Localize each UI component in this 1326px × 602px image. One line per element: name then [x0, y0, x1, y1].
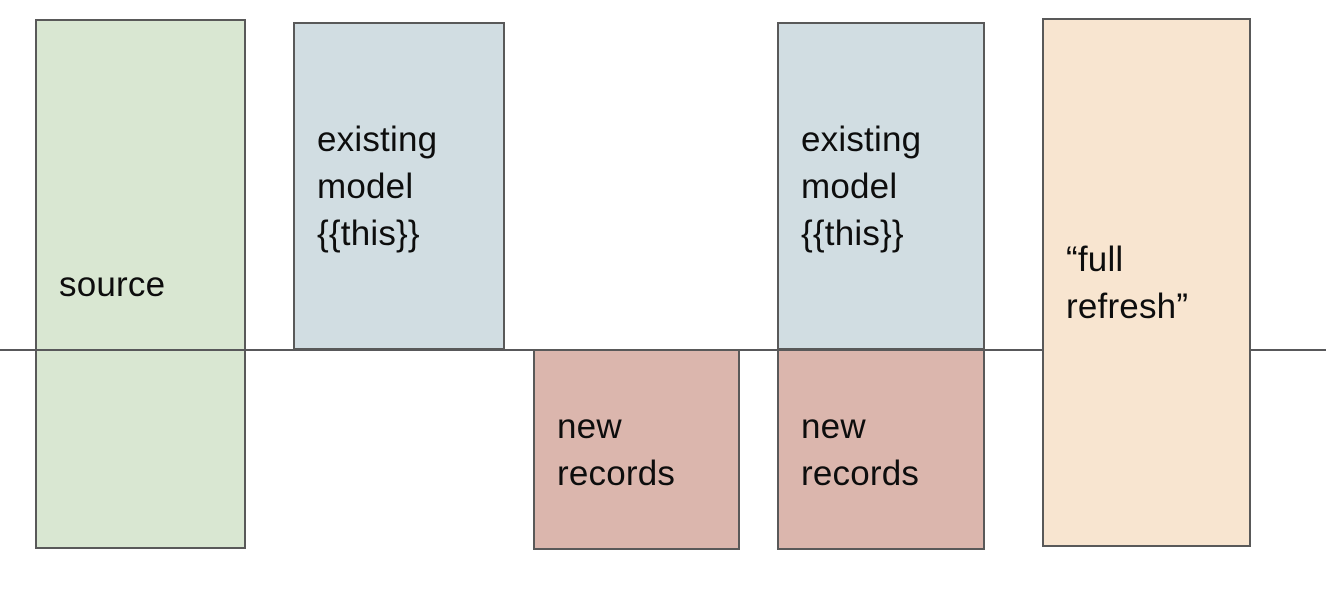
- new-records-box-2-label: new records: [801, 406, 920, 493]
- source-box: source: [35, 19, 246, 549]
- new-records-box-1-label: new records: [557, 406, 676, 493]
- new-records-box-1: new records: [533, 349, 740, 550]
- existing-model-box-1-label: existing model {{this}}: [317, 119, 438, 253]
- existing-model-box-2-label: existing model {{this}}: [801, 119, 922, 253]
- existing-model-box-1: existing model {{this}}: [293, 22, 505, 350]
- new-records-box-2: new records: [777, 349, 985, 550]
- existing-model-box-2: existing model {{this}}: [777, 22, 985, 350]
- full-refresh-box: “full refresh”: [1042, 18, 1251, 547]
- source-box-label: source: [59, 264, 166, 304]
- full-refresh-box-label: “full refresh”: [1066, 239, 1189, 326]
